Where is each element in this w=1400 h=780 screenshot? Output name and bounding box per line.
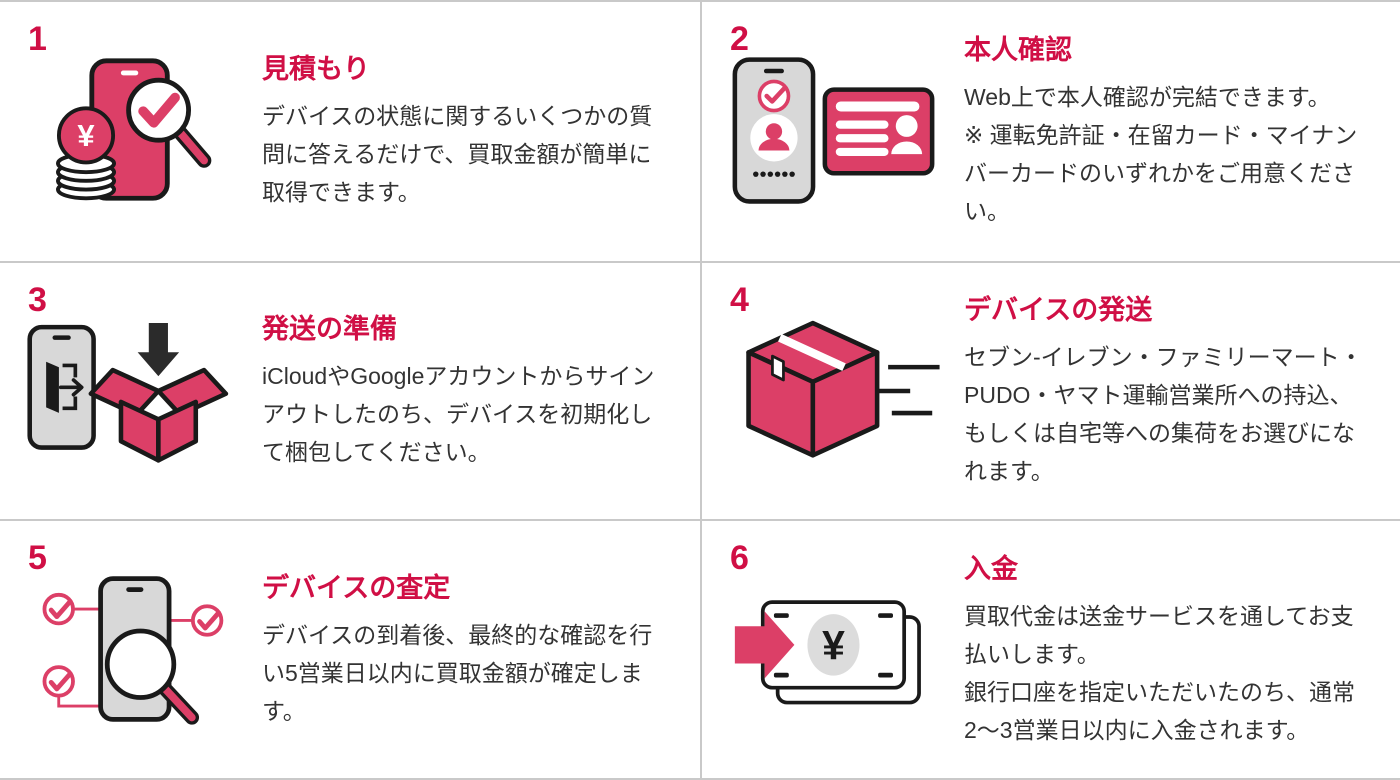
- step-number: 1: [28, 20, 47, 58]
- step-title: 入金: [964, 553, 1018, 584]
- shipping-preparation-icon: [27, 320, 229, 463]
- step-title: 本人確認: [964, 35, 1072, 66]
- identity-verification-icon: [732, 57, 934, 205]
- step-description: デバイスの到着後、最終的な確認を行い5営業日以内に買取金額が確定します。: [262, 621, 653, 724]
- step-number: 2: [730, 20, 749, 58]
- yen-banknote-glyph: ¥: [822, 621, 845, 667]
- step-title: デバイスの査定: [262, 572, 451, 603]
- step-description: Web上で本人確認が完結できます。 ※ 運転免許証・在留カード・マイナンバーカー…: [964, 84, 1358, 225]
- step-card-1: 1 ¥: [0, 2, 700, 261]
- step-description: 買取代金は送金サービスを通してお支払いします。 銀行口座を指定いただいたのち、通…: [964, 602, 1355, 743]
- step-description: デバイスの状態に関するいくつかの質問に答えるだけで、買取金額が簡単に取得できます…: [262, 103, 653, 206]
- step-card-2: 2: [700, 2, 1400, 261]
- step-card-4: 4 デバイスの発送 セブン-イレブン・ファミリー: [700, 260, 1400, 520]
- step-card-6: 6 ¥ 入金 買取代金は: [700, 519, 1400, 778]
- device-shipping-icon: [745, 320, 940, 458]
- step-title: 発送の準備: [262, 313, 397, 344]
- device-assessment-icon: [42, 576, 223, 725]
- step-title: 見積もり: [262, 54, 370, 85]
- step-number: 6: [730, 539, 749, 578]
- payment-icon: ¥: [734, 599, 921, 705]
- step-card-3: 3 発送の準備 iCloudやGoogleアカウントからサイ: [0, 260, 700, 520]
- step-description: セブン-イレブン・ファミリーマート・PUDO・ヤマト運輸営業所への持込、もしくは…: [964, 343, 1363, 484]
- step-description: iCloudやGoogleアカウントからサインアウトしたのち、デバイスを初期化し…: [262, 362, 655, 465]
- step-number: 5: [28, 539, 47, 578]
- step-title: デバイスの発送: [964, 294, 1153, 325]
- yen-coin-glyph: ¥: [77, 118, 95, 153]
- step-card-5: 5: [0, 519, 700, 778]
- step-number: 3: [28, 280, 47, 319]
- estimate-icon: ¥: [55, 58, 211, 202]
- step-number: 4: [730, 280, 749, 319]
